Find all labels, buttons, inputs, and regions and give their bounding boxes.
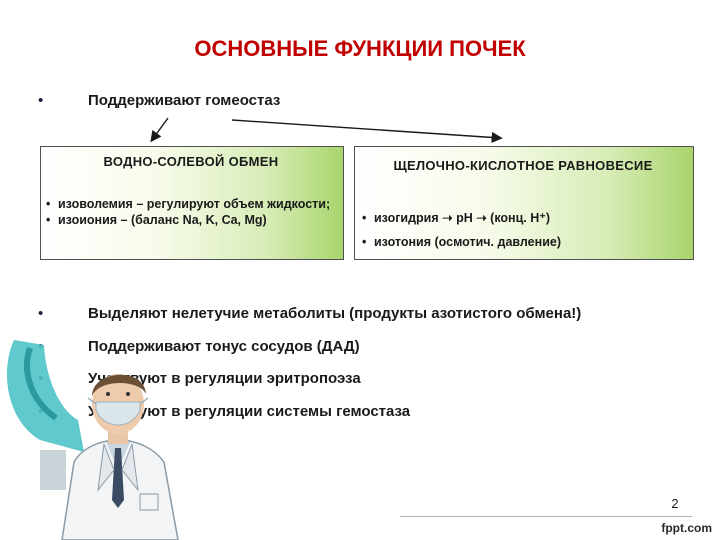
- acid-base-title: ЩЕЛОЧНО-КИСЛОТНОЕ РАВНОВЕСИЕ: [393, 158, 653, 173]
- bullet-text: Выделяют нелетучие метаболиты (продукты …: [88, 305, 582, 322]
- intro-text: Поддерживают гомеостаз: [88, 92, 281, 109]
- list-item: •изоиония – (баланс Na, K, Ca, Mg): [46, 213, 267, 227]
- bullet-text: Поддерживают тонус сосудов (ДАД): [88, 338, 360, 355]
- acid-base-list: •изогидрия ➝ pH ➝ (конц. H⁺) •изотония (…: [362, 206, 688, 254]
- bullet-text: Участвуют в регуляции эритропоэза: [88, 370, 361, 387]
- list-item: •изогидрия ➝ pH ➝ (конц. H⁺): [362, 211, 551, 225]
- bullet-marker: •: [38, 305, 44, 322]
- bullet-marker: •: [38, 92, 44, 109]
- list-item: •изоволемия – регулируют объем жидкости;: [46, 197, 331, 211]
- water-salt-list: •изоволемия – регулируют объем жидкости;…: [46, 196, 338, 228]
- acid-base-box: [354, 146, 694, 260]
- bullet-text: Участвуют в регуляции системы гемостаза: [88, 403, 411, 420]
- footer-divider: [400, 516, 692, 517]
- list-item: •изотония (осмотич. давление): [362, 235, 561, 249]
- arrow-left: [150, 117, 169, 143]
- arrow-right: [231, 119, 503, 144]
- water-salt-box: [40, 146, 344, 260]
- slide-title: ОСНОВНЫЕ ФУНКЦИИ ПОЧЕК: [194, 36, 526, 61]
- page-number: 2: [671, 496, 679, 511]
- site-watermark: fppt.com: [661, 521, 712, 535]
- water-salt-title: ВОДНО-СОЛЕВОЙ ОБМЕН: [103, 154, 279, 169]
